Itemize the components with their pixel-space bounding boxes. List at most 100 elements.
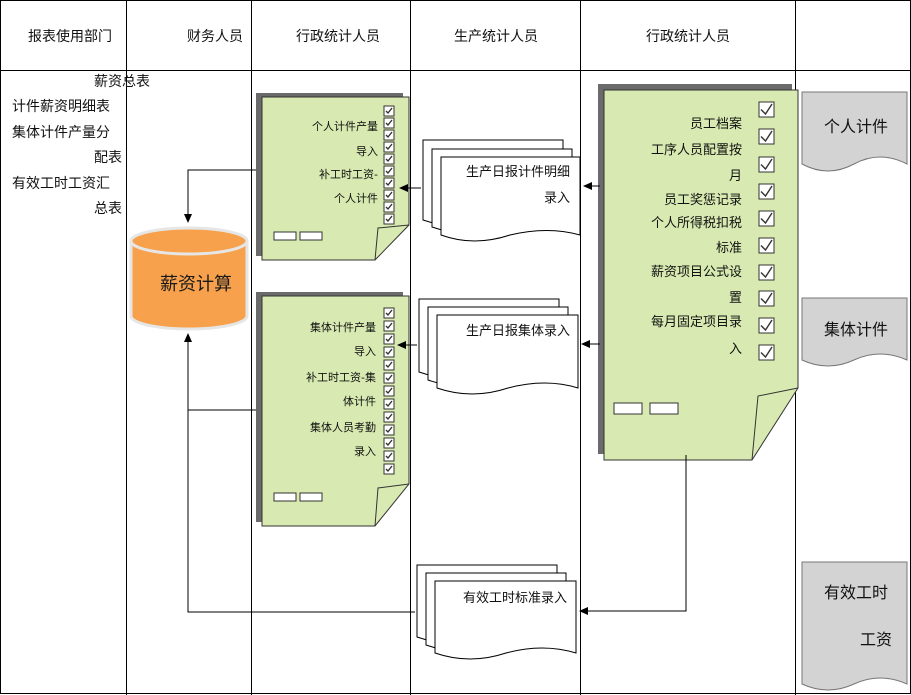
cylinder-label: 薪资计算 (160, 274, 232, 295)
form2-checkboxes (383, 307, 395, 475)
lane-title-report-dept: 报表使用部门 (28, 28, 112, 45)
check-mark-icon (385, 191, 393, 199)
gray-doc-group: 集体计件 (801, 297, 908, 367)
check-mark-icon (385, 107, 393, 115)
report-list: 薪资总表 计件薪资明细表 集体计件产量分 配表 有效工时工资汇 总表 (12, 74, 150, 217)
check-mark-icon (760, 103, 773, 116)
check-mark-icon (385, 179, 393, 187)
check-mark-icon (385, 400, 393, 408)
lane-title-finance: 财务人员 (187, 29, 243, 45)
report-item: 配表 (94, 150, 122, 166)
form-box (299, 231, 323, 241)
check-mark-icon (760, 212, 773, 225)
main-form-item: 标准 (716, 241, 742, 256)
arrow-form1-to-cylinder (184, 169, 256, 223)
check-mark-icon (385, 426, 393, 434)
check-mark-icon (385, 413, 393, 421)
admin-form-2: 集体计件产量 导入 补工时工资-集 体计件 集体人员考勤 录入 (256, 292, 410, 527)
doc-text: 录入 (544, 191, 570, 206)
salary-calc-cylinder: 薪资计算 (129, 226, 249, 331)
form-item: 个人计件产量 (312, 119, 378, 133)
main-form-item: 工序人员配置按 (651, 143, 742, 158)
report-item: 计件薪资明细表 (12, 99, 110, 115)
check-mark-icon (385, 309, 393, 317)
check-mark-icon (760, 266, 773, 279)
form-box (273, 231, 297, 241)
check-mark-icon (385, 167, 393, 175)
check-mark-icon (760, 239, 773, 252)
form-box (299, 492, 323, 502)
line-doc3-to-cylinder (187, 410, 415, 613)
form-item: 录入 (354, 445, 376, 458)
form-item: 集体计件产量 (310, 320, 376, 334)
form-box (273, 492, 297, 502)
doc-text: 生产日报计件明细 (466, 165, 570, 180)
svg-text:工资: 工资 (860, 630, 892, 649)
check-mark-icon (760, 130, 773, 143)
check-mark-icon (385, 335, 393, 343)
main-form-item: 入 (729, 342, 742, 357)
form-item: 补工时工资-集 (306, 370, 376, 384)
lane-title-admin-stats-1: 行政统计人员 (296, 29, 380, 45)
check-mark-icon (385, 155, 393, 163)
check-mark-icon (385, 465, 393, 473)
form-item: 个人计件 (334, 192, 378, 205)
check-mark-icon (385, 131, 393, 139)
report-item: 总表 (94, 201, 122, 217)
main-form-item: 每月固定项目录 (651, 314, 742, 330)
main-form-checkboxes (758, 101, 775, 361)
check-mark-icon (760, 185, 773, 198)
lane-title-admin-stats-2: 行政统计人员 (646, 29, 730, 45)
check-mark-icon (760, 319, 773, 332)
check-mark-icon (385, 322, 393, 330)
check-mark-icon (385, 119, 393, 127)
gray-doc-workhours: 有效工时 工资 (801, 561, 908, 691)
arrow-form2-to-cylinder (184, 333, 256, 411)
main-form-item: 置 (729, 291, 742, 306)
svg-text:集体计件: 集体计件 (824, 320, 888, 339)
doc-text: 有效工时标准录入 (463, 591, 567, 606)
check-mark-icon (385, 348, 393, 356)
check-mark-icon (760, 158, 773, 171)
report-item: 集体计件产量分 (12, 124, 110, 141)
svg-text:个人计件: 个人计件 (824, 117, 888, 136)
main-admin-form: 员工档案 工序人员配置按 月 员工奖惩记录 个人所得税扣税 标准 薪资项目公式设… (598, 84, 799, 461)
main-form-item: 员工奖惩记录 (664, 193, 742, 208)
production-doc-3: 有效工时标准录入 (416, 564, 577, 660)
report-item: 有效工时工资汇 (12, 176, 110, 192)
check-mark-icon (385, 452, 393, 460)
form-item: 体计件 (343, 394, 376, 408)
check-mark-icon (385, 203, 393, 211)
form-item: 集体人员考勤 (310, 420, 376, 434)
arrow-main-to-doc3 (579, 455, 687, 615)
admin-form-1: 个人计件产量 导入 补工时工资- 个人计件 (256, 93, 410, 261)
check-mark-icon (760, 292, 773, 305)
check-mark-icon (385, 215, 393, 223)
report-item: 薪资总表 (94, 74, 150, 90)
check-mark-icon (385, 374, 393, 382)
connectors (184, 169, 687, 615)
production-doc-1: 生产日报计件明细 录入 (422, 139, 581, 242)
check-mark-icon (385, 387, 393, 395)
main-form-item: 薪资项目公式设 (651, 265, 742, 280)
check-mark-icon (760, 346, 773, 359)
form-item: 导入 (354, 345, 376, 358)
form-item: 补工时工资- (319, 168, 378, 181)
form-box (649, 402, 679, 415)
check-mark-icon (385, 143, 393, 151)
lane-titles: 报表使用部门 财务人员 行政统计人员 生产统计人员 行政统计人员 (28, 28, 730, 45)
form-item: 导入 (356, 145, 378, 158)
main-form-item: 员工档案 (690, 117, 742, 132)
form1-checkboxes (383, 105, 395, 225)
gray-doc-personal: 个人计件 (801, 91, 908, 172)
check-mark-icon (385, 439, 393, 447)
doc-text: 生产日报集体录入 (466, 323, 570, 339)
svg-text:有效工时: 有效工时 (824, 583, 888, 602)
form-box (613, 402, 643, 415)
production-doc-2: 生产日报集体录入 (418, 298, 579, 395)
main-form-item: 个人所得税扣税 (651, 215, 742, 231)
main-form-items: 员工档案 工序人员配置按 月 员工奖惩记录 个人所得税扣税 标准 薪资项目公式设… (651, 117, 742, 357)
check-mark-icon (385, 361, 393, 369)
